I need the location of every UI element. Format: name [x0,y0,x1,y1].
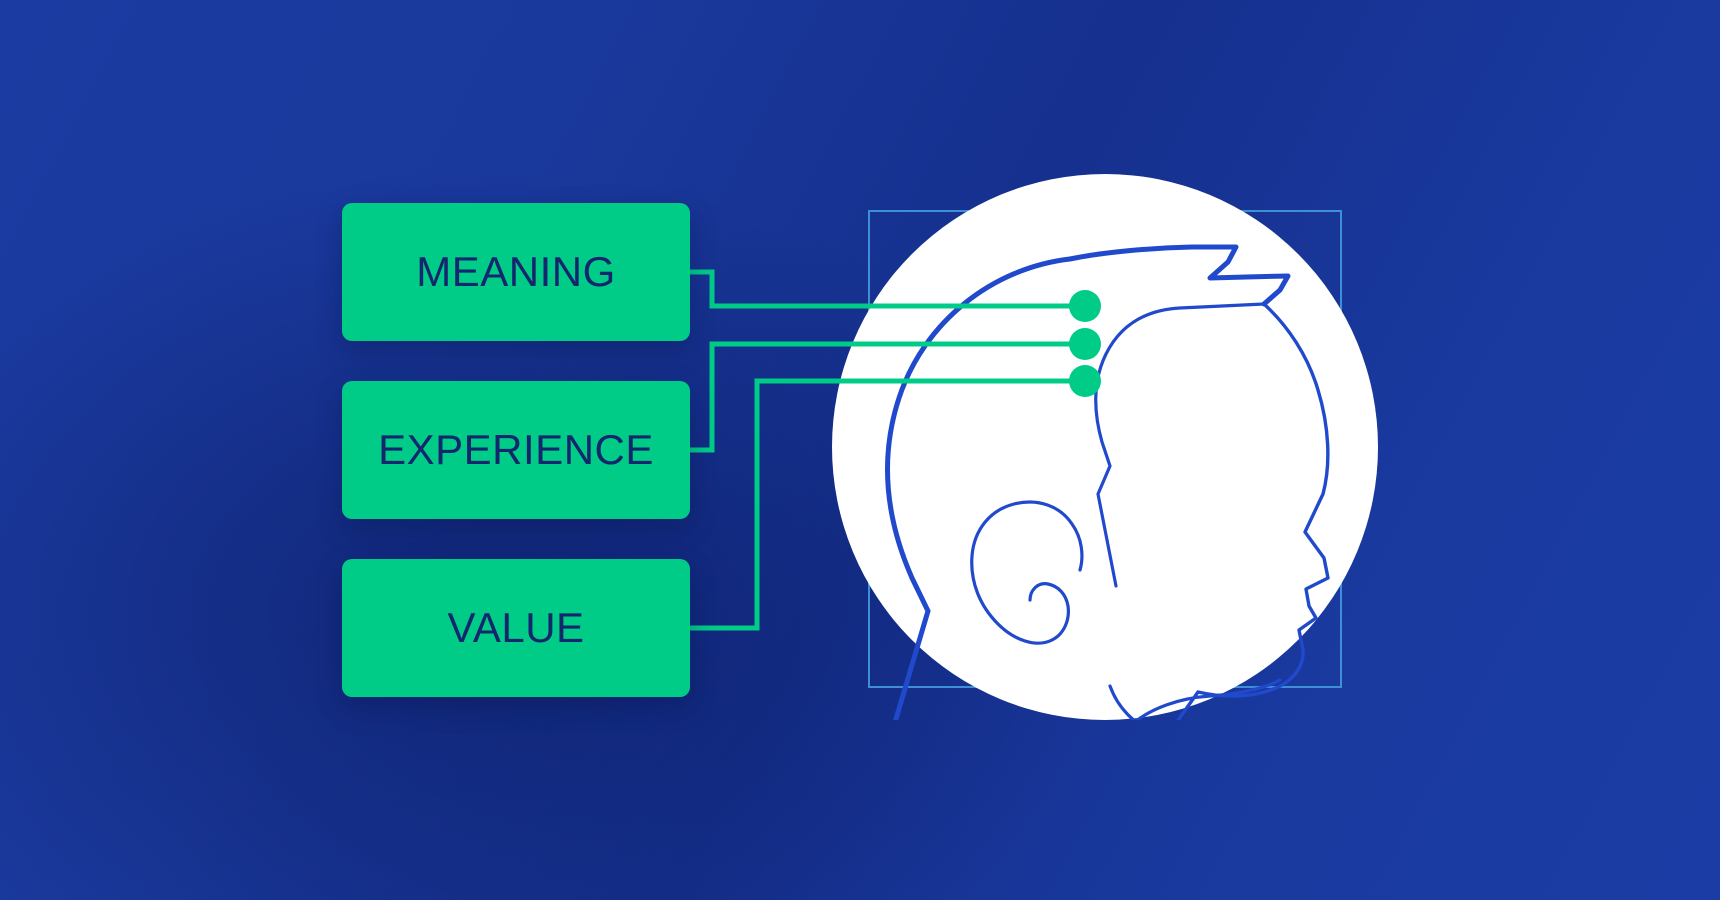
temple-inner-path [1094,302,1266,588]
chip-meaning[interactable]: MEANING [342,203,690,341]
head-outline-path [885,256,1073,720]
chip-meaning-label: MEANING [416,248,616,295]
head-profile-illustration [885,244,1330,720]
chip-value-label: VALUE [447,604,585,651]
hair-tuft-path [1067,244,1291,307]
face-profile-path [1176,302,1330,720]
node-dot-value [1069,365,1101,397]
node-dot-meaning [1069,290,1101,322]
chip-experience[interactable]: EXPERIENCE [342,381,690,519]
mouth-chin-path [1134,678,1282,720]
connector-experience [690,341,1085,453]
jaw-sweep-path [1108,684,1137,720]
chip-value[interactable]: VALUE [342,559,690,697]
connector-value [690,378,1085,631]
chip-experience-label: EXPERIENCE [378,426,654,473]
connector-meaning [690,269,1085,309]
ear-path [970,500,1084,645]
node-dot-experience [1069,328,1101,360]
